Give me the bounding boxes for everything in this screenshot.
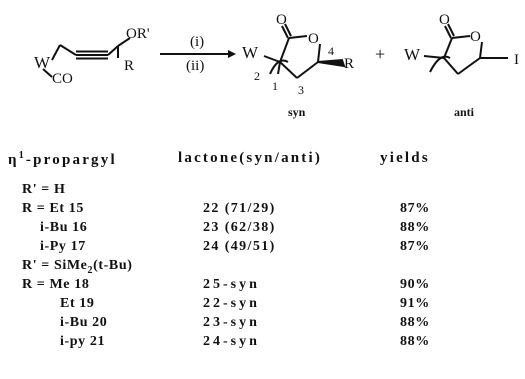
row-lactone: 22 (71/29) — [203, 201, 276, 216]
table-row: R = Et 15 22 (71/29) 87% — [0, 201, 525, 221]
table-row: R = Me 18 25-syn 90% — [0, 277, 525, 297]
header-yields: yields — [380, 150, 430, 166]
reaction-scheme-drawing: W CO OR' R (i) (ii) O O W R 2 1 3 4 syn … — [34, 12, 519, 119]
reagent-ii: (ii) — [186, 58, 204, 74]
reaction-arrow — [160, 50, 236, 58]
row-lactone: 24-syn — [203, 334, 260, 349]
syn-num-2: 2 — [254, 69, 260, 83]
row-yield: 88% — [400, 315, 430, 330]
header-eta: η — [8, 152, 19, 168]
table-row: R' = H — [0, 182, 525, 202]
row-lactone: 23-syn — [203, 315, 260, 330]
row-substituent: Et 19 — [60, 296, 95, 311]
syn-carbonyl-o: O — [276, 12, 287, 28]
syn-num-3: 3 — [298, 83, 304, 97]
syn-num-1: 1 — [272, 79, 278, 93]
header-lactone: lactone(syn/anti) — [178, 150, 323, 166]
row-lactone: 25-syn — [203, 277, 260, 292]
row-substituent: i-Py 17 — [40, 239, 86, 254]
syn-product-structure — [263, 23, 346, 79]
syn-num-4: 4 — [328, 44, 334, 58]
row-substituent: i-Bu 20 — [60, 315, 108, 330]
table-row: i-Bu 20 23-syn 88% — [0, 315, 525, 335]
row-lactone: 22-syn — [203, 296, 260, 311]
table-row: i-Bu 16 23 (62/38) 88% — [0, 220, 525, 240]
anti-ring-o: O — [470, 29, 481, 45]
row-substituent: i-py 21 — [60, 334, 106, 349]
anti-metal: W — [404, 45, 421, 64]
anti-label: anti — [454, 105, 475, 119]
reagent-i: (i) — [190, 34, 204, 50]
anti-carbonyl-o: O — [439, 12, 450, 28]
plus-sign: + — [375, 44, 385, 64]
reactant-metal: W — [34, 53, 51, 72]
reactant-carbonyl: CO — [52, 71, 73, 87]
header-propargyl: η1-propargyl — [8, 150, 117, 169]
row-yield: 91% — [400, 296, 430, 311]
header-eta-sup: 1 — [18, 150, 26, 161]
syn-r-group: R — [344, 56, 354, 72]
syn-ring-o: O — [308, 31, 319, 47]
table-row: R' = SiMe2(t-Bu) — [0, 258, 525, 278]
row-lactone: 23 (62/38) — [203, 220, 276, 235]
row-substituent: R' = H — [22, 182, 66, 197]
table-row: i-Py 17 24 (49/51) 87% — [0, 239, 525, 259]
syn-label: syn — [288, 105, 306, 119]
reaction-scheme: W CO OR' R (i) (ii) O O W R 2 1 3 4 syn … — [0, 0, 525, 150]
reactant-o-substituent: OR' — [126, 26, 150, 42]
table-row: Et 19 22-syn 91% — [0, 296, 525, 316]
row-substituent: i-Bu 16 — [40, 220, 88, 235]
row-substituent: R' = SiMe2(t-Bu) — [22, 258, 133, 276]
reactant-structure — [42, 37, 131, 78]
anti-product-structure — [423, 23, 508, 75]
row-substituent: R = Et 15 — [22, 201, 84, 216]
anti-r-group: I — [514, 52, 519, 68]
row-yield: 88% — [400, 334, 430, 349]
header-propargyl-label: -propargyl — [25, 152, 117, 168]
row-yield: 87% — [400, 239, 430, 254]
row-substituent: R = Me 18 — [22, 277, 90, 292]
syn-metal: W — [242, 43, 259, 62]
row-yield: 87% — [400, 201, 430, 216]
table-row: i-py 21 24-syn 88% — [0, 334, 525, 354]
row-yield: 88% — [400, 220, 430, 235]
reactant-r-group: R — [124, 58, 134, 74]
row-lactone: 24 (49/51) — [203, 239, 276, 254]
row-yield: 90% — [400, 277, 430, 292]
